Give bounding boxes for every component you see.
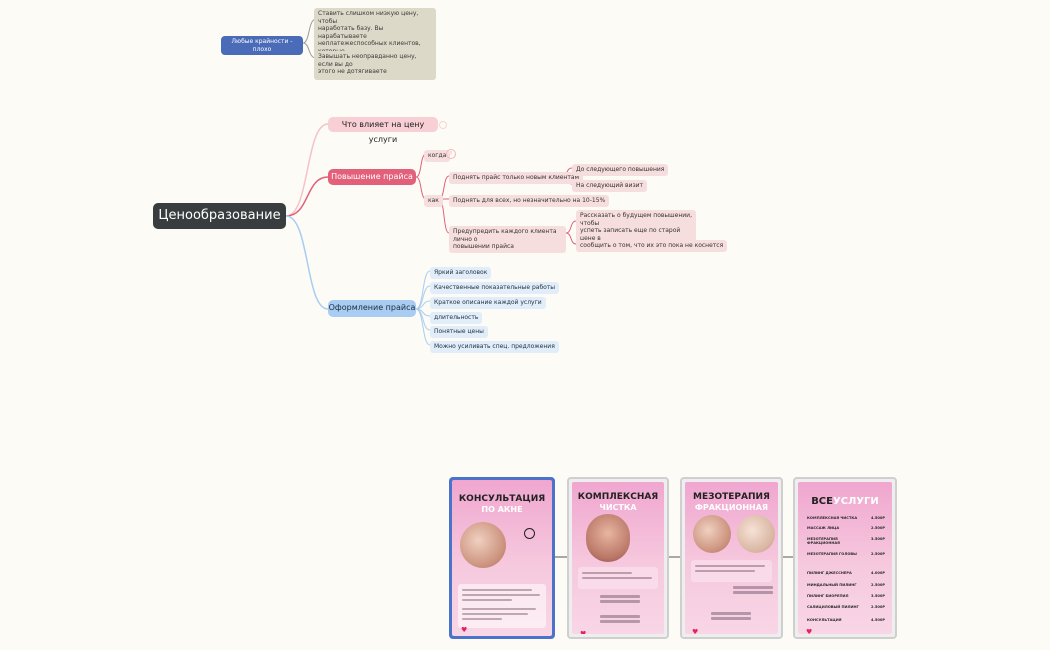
price-list-row: КОНСУЛЬТАЦИЯ 4.500Р <box>807 618 885 622</box>
price-item-value: 3.500Р <box>870 594 885 598</box>
node-design-item[interactable]: Краткое описание каждой услуги <box>430 297 546 309</box>
price-item-name: КОНСУЛЬТАЦИЯ <box>807 618 842 622</box>
price-list-row: МЕЗОТЕРАПИЯ ФРАКЦИОННАЯ 3.500Р <box>807 537 885 545</box>
card-photo-before <box>693 515 731 553</box>
heart-icon: ♥ <box>692 628 699 634</box>
price-item-name: ПИЛИНГ ДЖЕССНЕРА <box>807 571 852 575</box>
price-item-name: МЕЗОТЕРАПИЯ ФРАКЦИОННАЯ <box>807 537 840 545</box>
price-item-name: КОМПЛЕКСНАЯ ЧИСТКА <box>807 516 858 520</box>
collapse-indicator-icon[interactable] <box>439 121 447 129</box>
note-overprice[interactable]: Завышать неоправданно цену, если вы до э… <box>314 51 436 78</box>
heart-icon: ♥ <box>461 626 468 634</box>
card-photo <box>460 522 506 568</box>
price-list-row: КОМПЛЕКСНАЯ ЧИСТКА 4.500Р <box>807 516 885 520</box>
card-photo-after <box>737 515 775 553</box>
node-only-new-clients[interactable]: Поднять прайс только новым клиентам <box>449 172 584 184</box>
messenger-icon <box>524 528 535 539</box>
heart-icon: ♥ <box>580 630 587 634</box>
price-list-row: ПИЛИНГ БИОРЕПИЛ 3.500Р <box>807 594 885 598</box>
node-design-item[interactable]: Понятные цены <box>430 326 488 338</box>
price-list-row: САЛИЦИЛОВЫЙ ПИЛИНГ 2.500Р <box>807 605 885 609</box>
image-card-complex-cleaning[interactable]: КОМПЛЕКСНАЯ ЧИСТКА ♥ <box>567 477 669 639</box>
card-title: МЕЗОТЕРАПИЯ <box>693 492 770 502</box>
card-title: КОНСУЛЬТАЦИЯ <box>458 494 546 504</box>
card-heading: ВСЕУСЛУГИ <box>811 496 879 507</box>
card-text-panel <box>691 560 772 582</box>
node-all-slight-raise[interactable]: Поднять для всех, но незначительно на 10… <box>449 195 610 207</box>
image-card-consultation[interactable]: КОНСУЛЬТАЦИЯ ПО АКНЕ ♥ <box>449 477 555 639</box>
price-item-name: ПИЛИНГ БИОРЕПИЛ <box>807 594 849 598</box>
node-when[interactable]: когда <box>424 150 451 162</box>
price-item-value: 2.500Р <box>870 605 885 609</box>
branch-price-design[interactable]: Оформление прайса <box>328 300 416 317</box>
branch-price-raise[interactable]: Повышение прайса <box>328 169 416 185</box>
price-list-row: МАССАЖ ЛИЦА 2.500Р <box>807 526 885 530</box>
card-text-panel <box>458 584 546 628</box>
node-tell-unaffected[interactable]: сообщить о том, что их это пока не косне… <box>576 240 728 252</box>
node-until-next-raise[interactable]: До следующего повышения <box>572 164 669 176</box>
price-list-row: ПИЛИНГ ДЖЕССНЕРА 4.000Р <box>807 571 885 575</box>
node-next-visit[interactable]: На следующий визит <box>572 180 648 192</box>
node-warn-clients[interactable]: Предупредить каждого клиента лично о пов… <box>449 226 566 253</box>
price-item-name: МАССАЖ ЛИЦА <box>807 526 840 530</box>
root-node[interactable]: Ценообразование <box>153 203 286 229</box>
price-item-name: МЕЗОТЕРАПИЯ ГОЛОВЫ <box>807 552 857 556</box>
price-list-row: МИНДАЛЬНЫЙ ПИЛИНГ 2.500Р <box>807 583 885 587</box>
card-photo <box>586 514 630 562</box>
card-subtitle: ЧИСТКА <box>599 503 637 512</box>
node-how[interactable]: как <box>424 195 443 207</box>
node-design-item[interactable]: Качественные показательные работы <box>430 282 560 294</box>
image-card-all-services[interactable]: ВСЕУСЛУГИ КОМПЛЕКСНАЯ ЧИСТКА 4.500Р МАССАЖ… <box>793 477 897 639</box>
image-card-mesotherapy[interactable]: МЕЗОТЕРАПИЯ ФРАКЦИОННАЯ ♥ <box>680 477 783 639</box>
price-item-value: 3.500Р <box>870 537 885 541</box>
price-list-row: МЕЗОТЕРАПИЯ ГОЛОВЫ 2.500Р <box>807 552 885 556</box>
card-title: КОМПЛЕКСНАЯ <box>577 492 659 502</box>
card-subtitle: ПО АКНЕ <box>481 505 523 514</box>
price-item-value: 4.500Р <box>870 516 885 520</box>
node-design-item[interactable]: Можно усиливать спец. предложения <box>430 341 559 353</box>
price-item-value: 2.500Р <box>870 526 885 530</box>
branch-price-factors[interactable]: Что влияет на цену услуги <box>328 117 438 144</box>
price-item-value: 2.500Р <box>870 583 885 587</box>
node-extremes-bad[interactable]: Любые крайности - плохо <box>221 36 303 55</box>
price-item-value: 4.500Р <box>870 618 885 622</box>
card-subtitle: ФРАКЦИОННАЯ <box>694 503 769 512</box>
price-item-value: 2.500Р <box>870 552 885 556</box>
heart-icon: ♥ <box>806 628 813 634</box>
node-design-item[interactable]: Яркий заголовок <box>430 267 492 279</box>
info-icon: ! <box>446 149 456 159</box>
card-text-panel <box>578 567 658 589</box>
price-item-name: МИНДАЛЬНЫЙ ПИЛИНГ <box>807 583 857 587</box>
price-item-value: 4.000Р <box>870 571 885 575</box>
node-design-item[interactable]: длительность <box>430 312 483 324</box>
price-item-name: САЛИЦИЛОВЫЙ ПИЛИНГ <box>807 605 859 609</box>
